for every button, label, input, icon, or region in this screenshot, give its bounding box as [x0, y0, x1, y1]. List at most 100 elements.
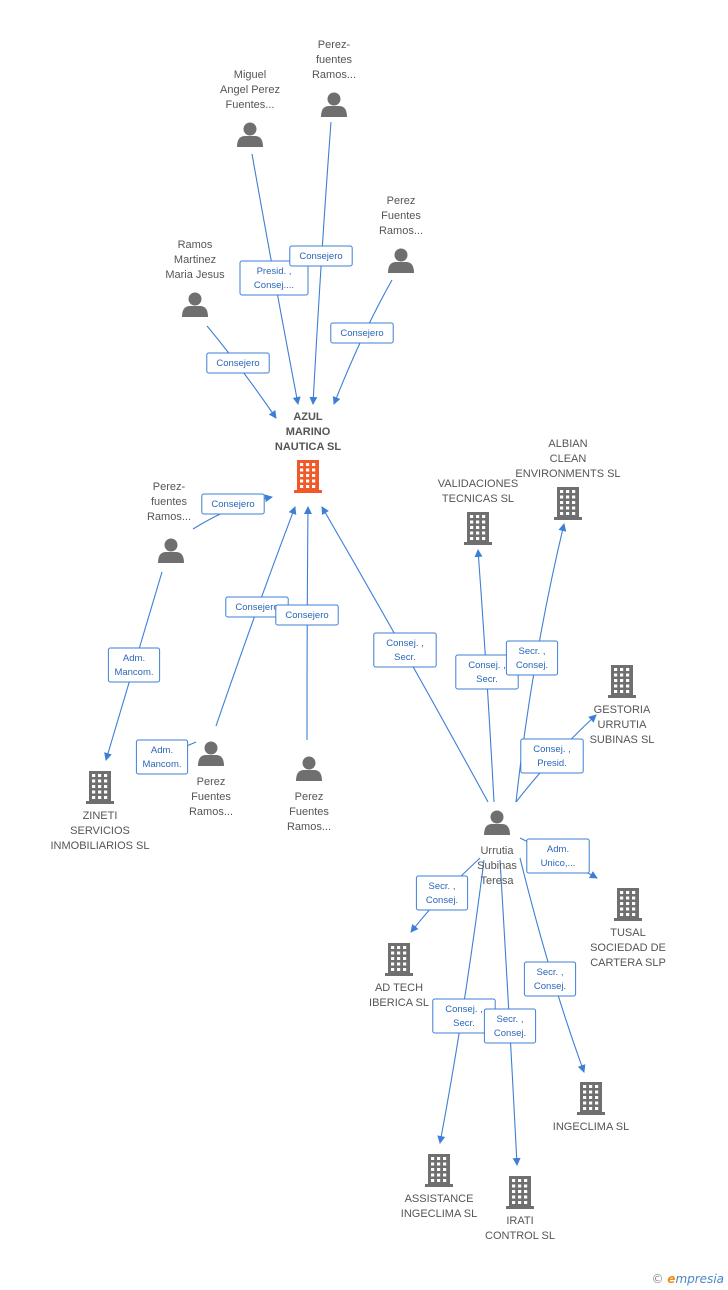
node-pf_right[interactable]: PerezFuentesRamos...: [379, 195, 423, 273]
node-label: Urrutia: [480, 845, 514, 857]
node-label: Ramos...: [189, 806, 233, 818]
edge-label-pf_b2-azul[interactable]: Consejero: [275, 604, 339, 626]
edge-label-urrutia-irati[interactable]: Secr. , Consej.: [483, 1008, 537, 1044]
edge-label-box[interactable]: [373, 632, 437, 668]
edge-label-text: Adm.: [123, 653, 145, 664]
node-label: SOCIEDAD DE: [590, 942, 666, 954]
building-icon: [464, 512, 492, 545]
edge-label-miguel-azul[interactable]: Presid. ,Consej....: [239, 260, 309, 296]
person-icon: [237, 122, 263, 147]
edge-label-text: Consejero: [216, 358, 259, 369]
node-adtech[interactable]: AD TECH IBERICA SL: [369, 943, 429, 1009]
node-label: Ramos...: [312, 69, 356, 81]
node-label: Subinas: [477, 860, 517, 872]
node-label: URRUTIA: [598, 719, 648, 731]
node-label: Ramos...: [287, 821, 331, 833]
edge-label-pf_top-azul[interactable]: Consejero: [289, 245, 353, 267]
node-label: IBERICA SL: [369, 997, 429, 1009]
node-label: TECNICAS SL: [442, 493, 514, 505]
edge-label-box[interactable]: [239, 260, 309, 296]
node-label: SUBINAS SL: [590, 734, 655, 746]
edge-label-box[interactable]: [289, 245, 353, 267]
node-label: Perez-: [153, 481, 186, 493]
edge-label-text: Unico,...: [541, 858, 576, 869]
edge-label-pf_right-azul[interactable]: Consejero: [330, 322, 394, 344]
edge-label-box[interactable]: [523, 961, 577, 997]
edge-label-box[interactable]: [201, 493, 265, 515]
node-label: Fuentes: [191, 791, 231, 803]
brand-logo-letter: e: [667, 1272, 676, 1286]
edge-label-text: Consej. ,: [445, 1004, 483, 1015]
edge-label-text: Presid.: [537, 758, 567, 769]
node-label: CLEAN: [550, 453, 587, 465]
edge-label-box[interactable]: [505, 640, 559, 676]
edge-label-box[interactable]: [520, 738, 584, 774]
node-label: GESTORIA: [594, 704, 651, 716]
edge-label-urrutia-ingeclima[interactable]: Secr. ,Consej.: [523, 961, 577, 997]
node-label: INGECLIMA SL: [553, 1121, 629, 1133]
edge-label-box[interactable]: [275, 604, 339, 626]
person-icon: [321, 92, 347, 117]
edge-label-box[interactable]: [135, 739, 189, 775]
person-icon: [182, 292, 208, 317]
building-icon: [425, 1154, 453, 1187]
edge-label-text: Consej. ,: [468, 660, 506, 671]
edge-label-urrutia-adtech[interactable]: Secr. ,Consej.: [415, 875, 469, 911]
node-label: Fuentes...: [226, 99, 275, 111]
node-label: NAUTICA SL: [275, 441, 341, 453]
node-label: VALIDACIONES: [438, 478, 519, 490]
edge-label-text: Secr.: [476, 674, 498, 685]
edge-label-pf_left-azul[interactable]: Consejero: [201, 493, 265, 515]
edge-label-box[interactable]: [415, 875, 469, 911]
node-label: Martinez: [174, 254, 216, 266]
edge-label-urrutia-azul[interactable]: Consej. ,Secr.: [373, 632, 437, 668]
node-validaciones[interactable]: VALIDACIONES TECNICAS SL: [438, 478, 519, 545]
edge-label-box[interactable]: [107, 647, 161, 683]
edge-label-text: Presid. ,: [257, 266, 292, 277]
node-pf_top[interactable]: Perez-fuentesRamos...: [312, 39, 356, 117]
edge-label-box[interactable]: [483, 1008, 537, 1044]
edge-label-urrutia-tusal[interactable]: Adm.Unico,...: [526, 838, 590, 874]
edge-label-text: Consejero: [340, 328, 383, 339]
edge-label-text: Consejero: [235, 602, 278, 613]
edge-label-box[interactable]: [526, 838, 590, 874]
node-label: AD TECH: [375, 982, 423, 994]
edge-label-text: Consej.: [494, 1028, 526, 1039]
node-pf_b1[interactable]: PerezFuentesRamos...: [189, 741, 233, 819]
edge-label-box[interactable]: [330, 322, 394, 344]
node-pf_b2[interactable]: PerezFuentesRamos...: [287, 756, 331, 834]
node-label: Fuentes: [381, 210, 421, 222]
node-ingeclima[interactable]: INGECLIMA SL: [553, 1082, 629, 1133]
node-label: Ramos...: [147, 511, 191, 523]
edge-label-text: Consejero: [299, 251, 342, 262]
edge-label-text: Consej.: [534, 981, 566, 992]
building-icon: [86, 771, 114, 804]
edge-label-pf_b1-zineti[interactable]: Adm.Mancom.: [135, 739, 189, 775]
person-icon: [484, 810, 510, 835]
node-label: CARTERA SLP: [590, 957, 666, 969]
person-icon: [158, 538, 184, 563]
node-label: Fuentes: [289, 806, 329, 818]
edge-label-text: Consej.: [426, 895, 458, 906]
edge-label-urrutia-albian[interactable]: Secr. ,Consej.: [505, 640, 559, 676]
node-gestoria[interactable]: GESTORIA URRUTIA SUBINAS SL: [590, 665, 655, 746]
person-icon: [296, 756, 322, 781]
edge-label-text: Secr. ,: [497, 1014, 524, 1025]
edge-label-ramos-azul[interactable]: Consejero: [206, 352, 270, 374]
empresia-brand[interactable]: © empresia: [651, 1272, 724, 1286]
edge-label-text: Consej. ,: [386, 638, 424, 649]
edge-label-urrutia-gestoria[interactable]: Consej. ,Presid.: [520, 738, 584, 774]
edge-label-text: Mancom.: [142, 759, 181, 770]
edge-label-pf_left-zineti[interactable]: Adm.Mancom.: [107, 647, 161, 683]
node-pf_left[interactable]: Perez-fuentesRamos...: [147, 481, 191, 563]
edge-label-box[interactable]: [206, 352, 270, 374]
